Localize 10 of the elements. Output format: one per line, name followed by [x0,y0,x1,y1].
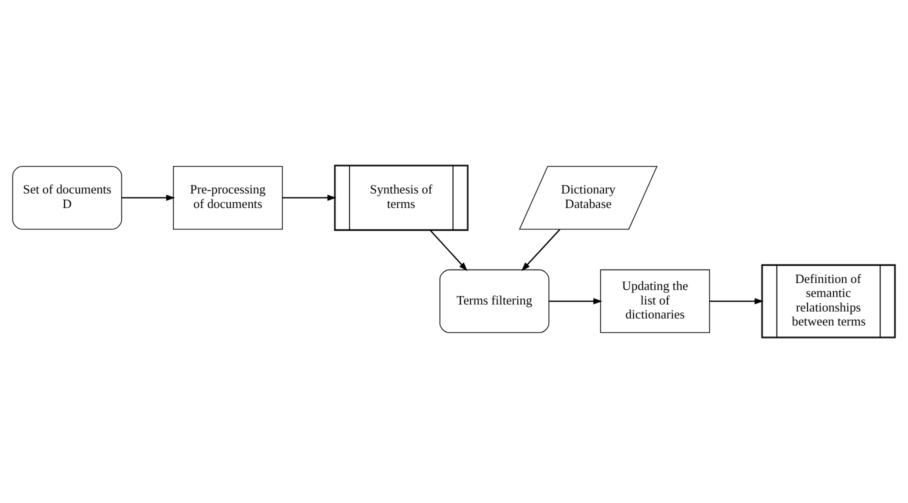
node-box: Terms filtering [439,269,550,334]
node-box: Updating the list of dictionaries [600,269,710,334]
arrow [430,230,468,272]
node-box: Pre-processing of documents [172,166,283,230]
arrow [549,298,602,304]
arrow [122,194,176,201]
arrow [282,194,336,201]
node-box: Set of documents D [12,166,122,230]
arrow [710,298,764,304]
arrow [521,229,560,272]
